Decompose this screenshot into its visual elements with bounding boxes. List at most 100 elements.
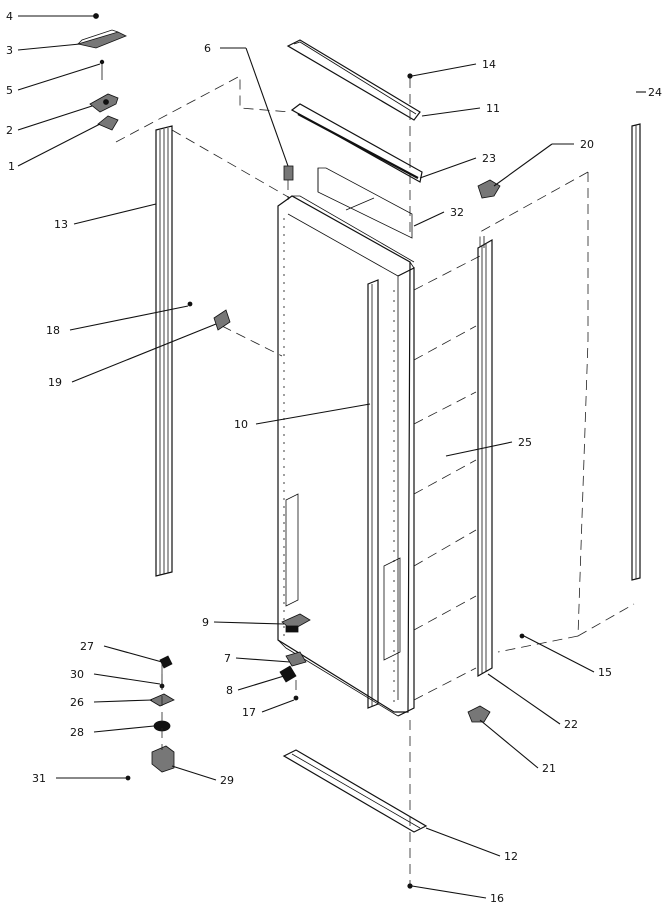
part-5-screw	[99, 59, 105, 80]
callout-2: 2	[6, 105, 93, 137]
callout-24: 24	[636, 86, 662, 99]
svg-text:4: 4	[6, 10, 13, 23]
assembly-line-strip	[171, 129, 291, 199]
part-17-screw	[293, 680, 299, 701]
assembly-line-cap	[479, 171, 589, 248]
svg-text:3: 3	[6, 44, 13, 57]
part-23-trim-strip	[290, 103, 423, 183]
svg-text:25: 25	[518, 436, 532, 449]
assembly-line-hinge	[115, 75, 291, 143]
callout-12: 12	[425, 827, 518, 863]
part-door-assembly	[277, 195, 415, 717]
svg-text:23: 23	[482, 152, 496, 165]
part-13-side-strip	[155, 125, 173, 577]
part-7-washer	[285, 651, 307, 667]
part-16-screw	[407, 883, 413, 889]
callout-15: 15	[523, 635, 612, 679]
part-14-screw	[407, 73, 413, 79]
svg-text:14: 14	[482, 58, 496, 71]
callout-30: 30	[70, 668, 161, 685]
callout-13: 13	[54, 203, 157, 231]
svg-text:9: 9	[202, 616, 209, 629]
part-12-bottom-rail	[282, 749, 428, 833]
callout-3: 3	[6, 43, 81, 57]
assembly-line-bottom-right	[497, 635, 579, 653]
part-22-breaker-strip	[477, 236, 493, 678]
part-3-hinge-cover	[76, 29, 127, 49]
svg-text:26: 26	[70, 696, 84, 709]
callout-6: 6	[204, 42, 289, 167]
callout-25: 25	[445, 436, 532, 457]
svg-text:28: 28	[70, 726, 84, 739]
svg-text:24: 24	[648, 86, 662, 99]
callout-7: 7	[224, 652, 291, 665]
svg-text:21: 21	[542, 762, 556, 775]
callout-26: 26	[70, 696, 153, 709]
part-24-gasket	[631, 123, 641, 581]
svg-text:6: 6	[204, 42, 211, 55]
assembly-line-gasket	[577, 172, 635, 637]
callout-31: 31	[32, 772, 126, 785]
svg-text:7: 7	[224, 652, 231, 665]
callout-32: 32	[413, 206, 464, 227]
svg-text:29: 29	[220, 774, 234, 787]
svg-text:30: 30	[70, 668, 84, 681]
part-31-screw	[125, 775, 131, 781]
callout-9: 9	[202, 616, 285, 629]
callout-20: 20	[493, 138, 594, 187]
callout-22: 22	[487, 673, 578, 731]
callout-10: 10	[234, 403, 371, 431]
callout-23: 23	[419, 152, 496, 179]
svg-text:27: 27	[80, 640, 94, 653]
callout-4: 4	[6, 10, 94, 23]
svg-text:2: 2	[6, 124, 13, 137]
callout-16: 16	[411, 885, 504, 905]
door-lower-plates	[285, 493, 401, 661]
callout-8: 8	[226, 675, 285, 697]
part-15-screw	[519, 633, 525, 639]
assembly-lines-gasket	[413, 255, 481, 701]
svg-text:10: 10	[234, 418, 248, 431]
part-8-lower-hinge	[279, 665, 297, 683]
part-32-panel	[317, 167, 413, 239]
svg-text:20: 20	[580, 138, 594, 151]
callout-29: 29	[171, 765, 234, 787]
svg-text:1: 1	[8, 160, 15, 173]
callout-11: 11	[421, 102, 500, 117]
svg-text:13: 13	[54, 218, 68, 231]
callout-28: 28	[70, 725, 155, 739]
part-11-top-rail	[286, 39, 421, 121]
panel-connect-line	[345, 197, 375, 211]
svg-text:16: 16	[490, 892, 504, 905]
callout-17: 17	[242, 699, 295, 719]
callout-5: 5	[6, 63, 101, 97]
svg-text:17: 17	[242, 706, 256, 719]
part-10-handle	[367, 279, 379, 709]
callout-18: 18	[46, 305, 189, 337]
assembly-line-bracket	[221, 325, 283, 357]
part-29-hinge-bracket	[151, 745, 175, 773]
svg-text:32: 32	[450, 206, 464, 219]
callout-1: 1	[8, 123, 101, 173]
callout-21: 21	[479, 719, 556, 775]
part-1-hinge	[97, 115, 119, 131]
callout-14: 14	[411, 58, 496, 77]
part-21-bottom-cap	[467, 705, 491, 723]
svg-text:12: 12	[504, 850, 518, 863]
part-27-bushing	[159, 655, 173, 669]
part-9-bracket	[281, 613, 311, 633]
svg-text:18: 18	[46, 324, 60, 337]
part-18-screw	[187, 301, 193, 307]
svg-text:8: 8	[226, 684, 233, 697]
svg-text:15: 15	[598, 666, 612, 679]
svg-text:22: 22	[564, 718, 578, 731]
callout-27: 27	[80, 640, 163, 663]
part-2-hinge-bracket	[89, 93, 119, 113]
part-4-screw	[93, 13, 99, 19]
svg-text:31: 31	[32, 772, 46, 785]
svg-text:11: 11	[486, 102, 500, 115]
callout-19: 19	[48, 323, 217, 389]
svg-text:19: 19	[48, 376, 62, 389]
part-19-bracket	[213, 309, 231, 331]
